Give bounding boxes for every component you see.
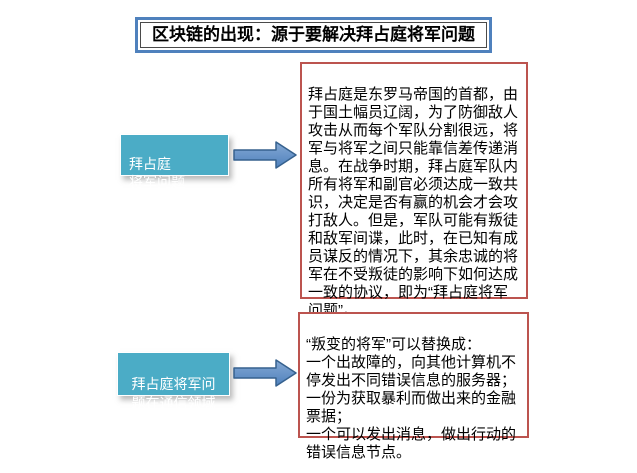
byzantine-problem-description-box: 拜占庭是东罗马帝国的首都，由 于国土幅员辽阔，为了防御敌人 攻击从而每个军队分割…	[300, 62, 528, 319]
right-block-arrow-icon	[233, 359, 297, 387]
byzantine-problem-label-box: 拜占庭 将军问题	[120, 134, 229, 190]
byzantine-problem-description: 拜占庭是东罗马帝国的首都，由 于国土幅员辽阔，为了防御敌人 攻击从而每个军队分割…	[308, 86, 519, 319]
byzantine-communication-label: 拜占庭将军问 题在通信领域	[131, 376, 216, 411]
traitor-general-replacement-text: “叛变的将军”可以替换成： 一个出故障的，向其他计算机不 停发出不同错误信息的服…	[306, 336, 517, 461]
byzantine-problem-label: 拜占庭 将军问题	[129, 156, 185, 190]
traitor-general-replacement-box: “叛变的将军”可以替换成： 一个出故障的，向其他计算机不 停发出不同错误信息的服…	[298, 312, 529, 461]
page-title: 区块链的出现：源于要解决拜占庭将军问题	[140, 22, 487, 48]
title-box: 区块链的出现：源于要解决拜占庭将军问题	[135, 17, 492, 53]
byzantine-communication-label-box: 拜占庭将军问 题在通信领域	[117, 352, 230, 411]
right-block-arrow-icon	[233, 141, 297, 169]
